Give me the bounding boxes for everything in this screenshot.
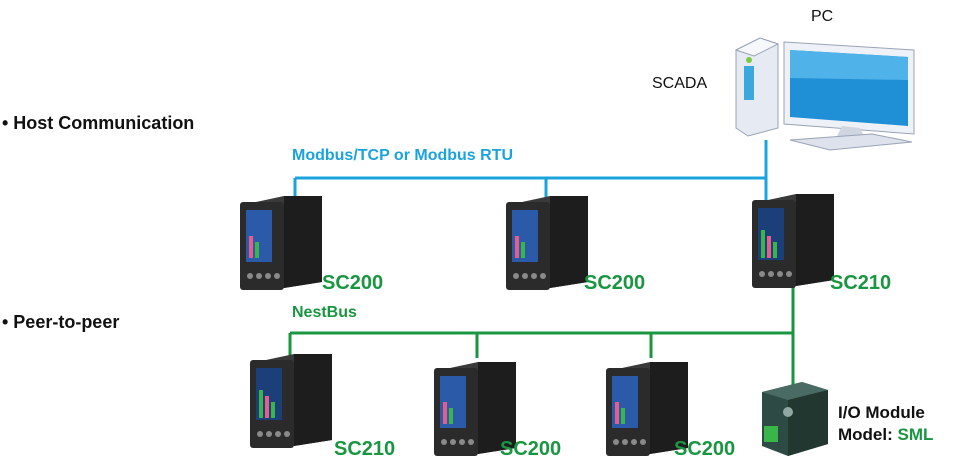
io-module-dial <box>783 407 793 417</box>
section-peer-to-peer: • Peer-to-peer <box>2 312 119 333</box>
pc-label: PC <box>811 8 833 26</box>
device-label-peer-2: SC200 <box>500 438 561 461</box>
pc-computer <box>736 38 914 150</box>
io-module-model-prefix: Model: <box>838 425 893 444</box>
scada-label: SCADA <box>652 75 707 93</box>
io-module-model-line: Model: SML <box>838 424 933 446</box>
peer-bus-label: NestBus <box>292 304 357 322</box>
device-label-peer-1: SC210 <box>334 438 395 461</box>
controller-host-2 <box>506 196 588 290</box>
io-module <box>762 382 828 456</box>
device-label-host-1: SC200 <box>322 272 383 295</box>
host-bus-label: Modbus/TCP or Modbus RTU <box>292 147 513 165</box>
device-label-peer-3: SC200 <box>674 438 735 461</box>
io-module-label: I/O Module <box>838 402 933 424</box>
device-label-host-2: SC200 <box>584 272 645 295</box>
io-module-label-block: I/O Module Model: SML <box>838 402 933 446</box>
section-host-communication: • Host Communication <box>2 113 194 134</box>
controller-host-1 <box>240 196 322 290</box>
pc-drive-bay <box>744 66 754 100</box>
device-label-host-3: SC210 <box>830 272 891 295</box>
io-module-terminal <box>764 426 778 442</box>
io-module-model: SML <box>898 425 934 444</box>
pc-keyboard <box>790 134 912 150</box>
pc-power-light <box>746 57 752 63</box>
peer-bus <box>290 285 793 385</box>
controller-peer-1 <box>250 354 332 448</box>
controller-host-3 <box>752 194 834 288</box>
